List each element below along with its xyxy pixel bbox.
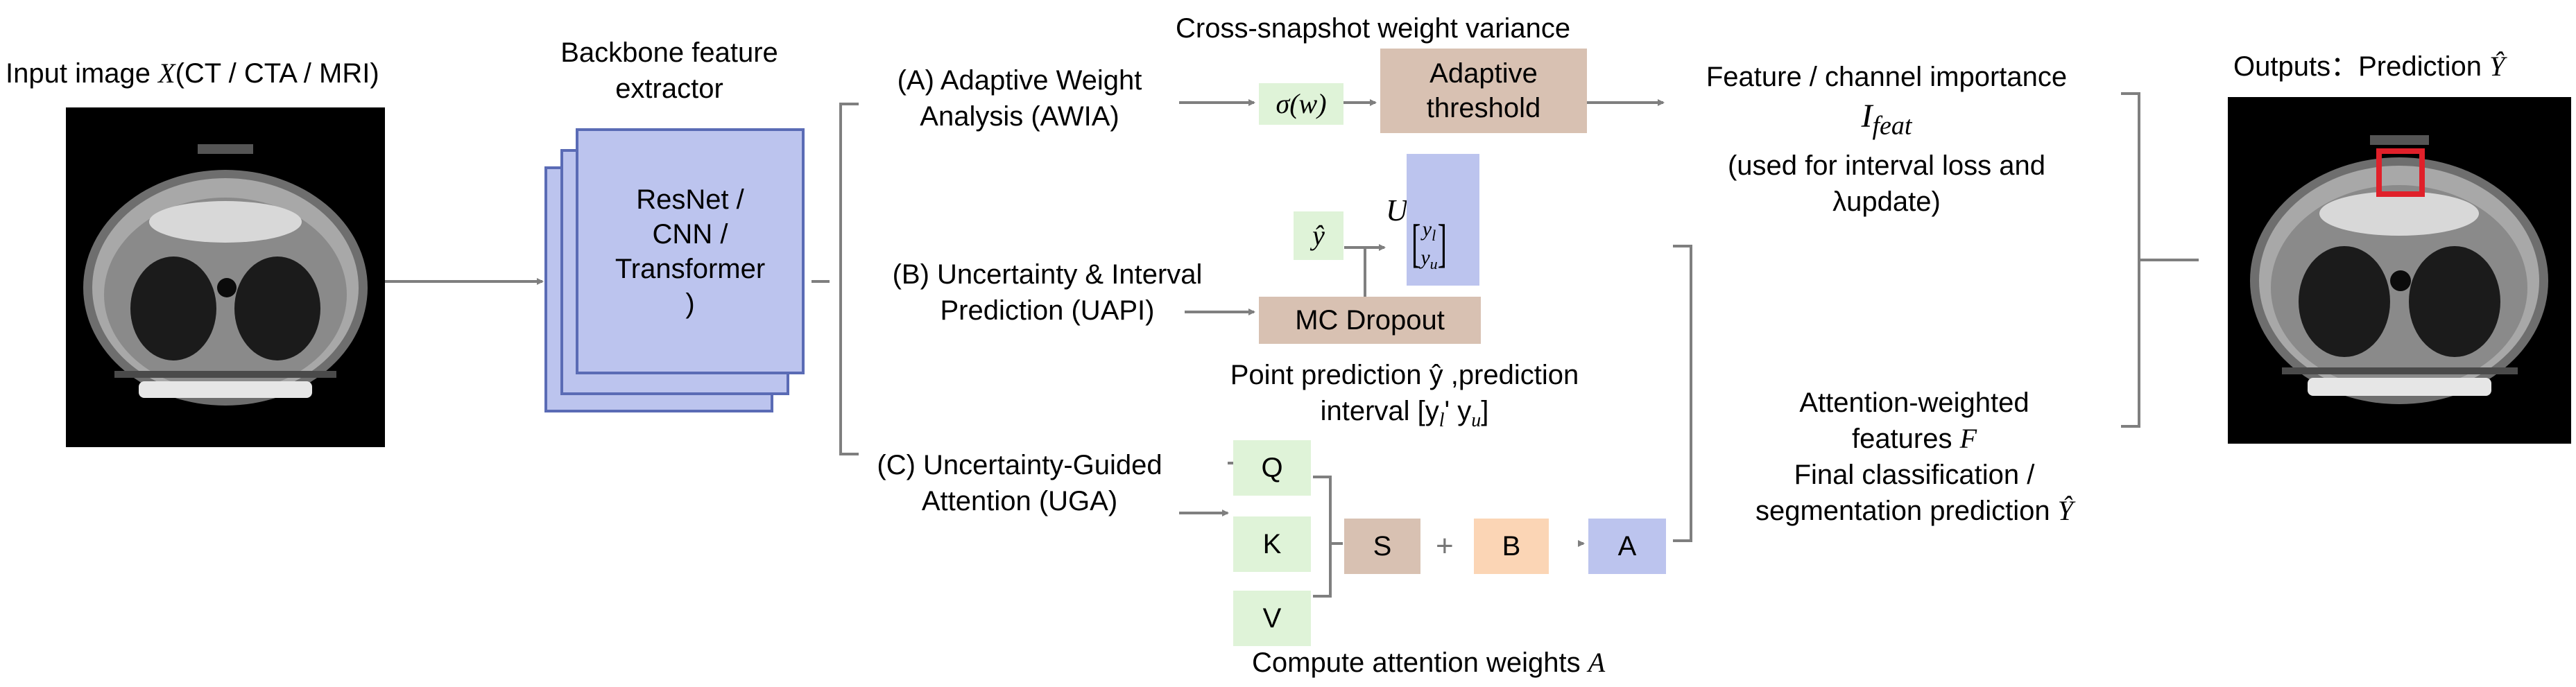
prediction-highlight-box — [2376, 148, 2425, 197]
point-prediction-caption: Point prediction ŷ ,prediction interval … — [1230, 360, 1579, 431]
a-box: A — [1588, 519, 1666, 574]
attention-weights-caption: Compute attention weights A — [1252, 647, 1606, 678]
backbone-box: ResNet / CNN / Transformer ) — [576, 128, 805, 374]
s-box: S — [1344, 519, 1420, 574]
mc-dropout-box: MC Dropout — [1259, 297, 1481, 344]
bracket-branches — [839, 103, 859, 455]
k-box: K — [1233, 516, 1311, 572]
output-ct-image — [2228, 97, 2571, 444]
bracket-qkv — [1313, 476, 1332, 598]
plus-sign: + — [1436, 529, 1454, 563]
sigma-box: σ(w) — [1259, 83, 1343, 125]
b-box: B — [1474, 519, 1549, 574]
yhat-box: ŷ — [1294, 211, 1343, 260]
fusion-label: Attention-weighted features F Final clas… — [1755, 388, 2074, 526]
u-label: U — [1386, 193, 1408, 227]
bracket-output — [2121, 92, 2140, 428]
branch-a-label: (A) Adaptive Weight Analysis (AWIA) — [897, 65, 1142, 132]
v-box: V — [1233, 591, 1311, 646]
cross-snapshot-label: Cross-snapshot weight variance — [1176, 13, 1571, 44]
output-label: Outputs：Prediction Ŷ — [2233, 51, 2505, 82]
interval-box — [1407, 154, 1479, 286]
branch-c-label: (C) Uncertainty-Guided Attention (UGA) — [877, 450, 1162, 516]
input-ct-image — [66, 107, 385, 447]
bracket-fusion — [1673, 245, 1692, 542]
q-box: Q — [1233, 440, 1311, 496]
input-label: Input image X(CT / CTA / MRI) — [6, 58, 379, 89]
backbone-title: Backbone feature extractor — [560, 37, 778, 104]
feature-importance-label: Feature / channel importance Ifeat (used… — [1706, 62, 2068, 217]
adaptive-threshold-box: Adaptive threshold — [1380, 49, 1587, 133]
branch-b-label: (B) Uncertainty & Interval Prediction (U… — [892, 259, 1203, 326]
